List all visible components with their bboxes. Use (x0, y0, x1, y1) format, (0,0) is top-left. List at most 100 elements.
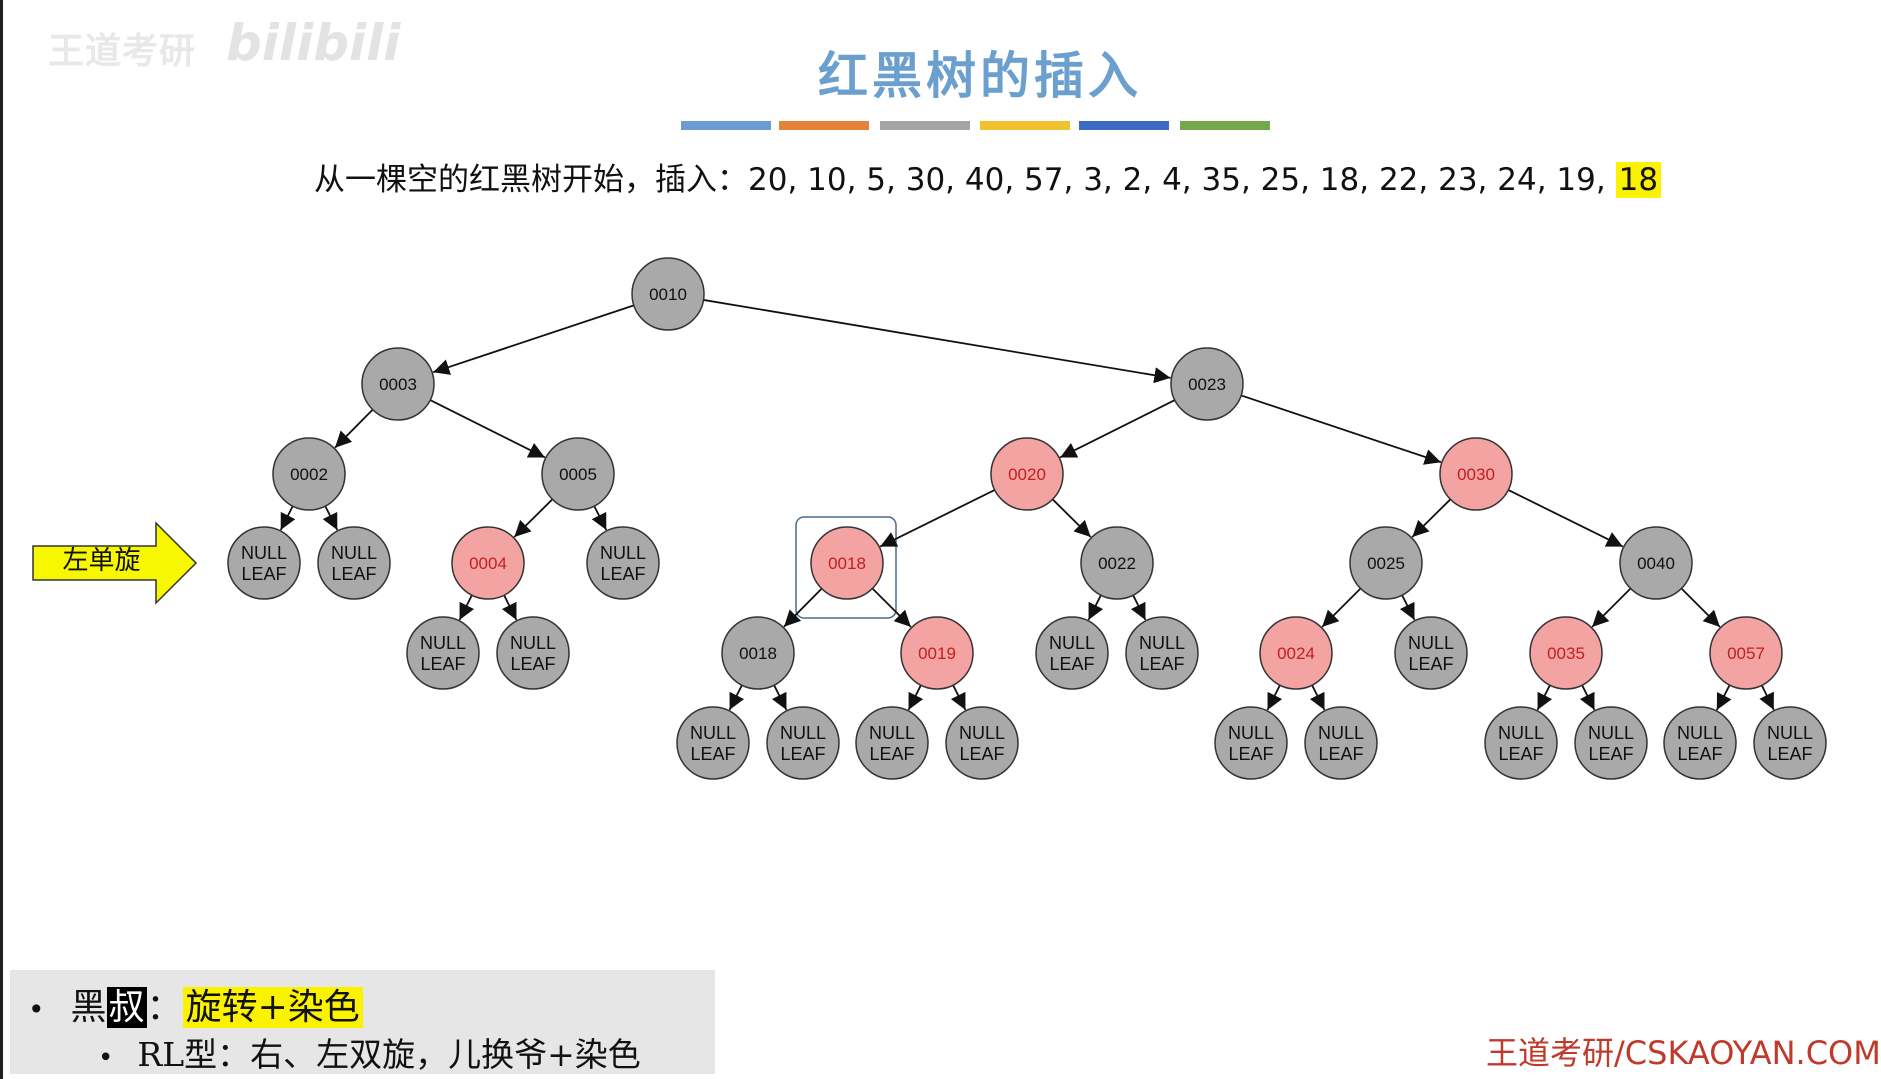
edge-n3-n2 (334, 408, 374, 449)
edge-n23-n30 (1240, 394, 1442, 465)
node-circle (855, 706, 929, 780)
node-label: LEAF (959, 744, 1004, 764)
color-bar-4 (980, 121, 1070, 130)
node-circle (631, 257, 705, 331)
node-circle (317, 526, 391, 600)
node-label: LEAF (690, 744, 735, 764)
node-label: 0003 (379, 375, 417, 394)
note-rl-case: RL型：右、左双旋，儿换爷+染色 (137, 1035, 641, 1074)
node-label: LEAF (1767, 744, 1812, 764)
tree-node-0025: 0025 (1349, 526, 1423, 600)
rotation-arrow (32, 521, 198, 605)
tree-node-0057: 0057 (1709, 616, 1783, 690)
node-circle (1574, 706, 1648, 780)
note-colon: ： (146, 987, 183, 1028)
color-bar-6 (1180, 121, 1270, 130)
node-label: 0020 (1008, 465, 1046, 484)
node-label: LEAF (420, 654, 465, 674)
note-line-2: • RL型：右、左双旋，儿换爷+染色 (98, 1028, 641, 1076)
node-circle (990, 437, 1064, 511)
node-circle (1709, 616, 1783, 690)
edge-n18r-n19 (871, 587, 912, 628)
edge-n22-L6 (1087, 594, 1104, 621)
node-label: NULL (1767, 723, 1813, 743)
edge-n20-n18r (879, 489, 996, 548)
node-label: 0004 (469, 554, 507, 573)
color-bar-5 (1079, 121, 1169, 130)
note-action: 旋转+染色 (182, 987, 363, 1028)
node-label: 0018 (828, 554, 866, 573)
node-circle (1080, 526, 1154, 600)
node-label: NULL (780, 723, 826, 743)
node-label: NULL (1228, 723, 1274, 743)
node-circle (1125, 616, 1199, 690)
edge-n30-n25 (1411, 498, 1452, 538)
node-circle (1035, 616, 1109, 690)
node-circle (272, 437, 346, 511)
node-label: NULL (1408, 633, 1454, 653)
color-bar-3 (880, 121, 970, 130)
tree-node-0024: 0024 (1259, 616, 1333, 690)
color-bar-1 (681, 121, 771, 130)
node-label: NULL (1318, 723, 1364, 743)
note-black-label: 黑 (70, 987, 107, 1028)
edge-n19-L11 (907, 684, 924, 711)
node-circle (361, 347, 435, 421)
node-circle (945, 706, 1019, 780)
node-label: LEAF (780, 744, 825, 764)
color-bar-2 (779, 121, 869, 130)
node-label: 0002 (290, 465, 328, 484)
tree-node-0003: 0003 (361, 347, 435, 421)
note-uncle-label: 叔 (106, 987, 147, 1028)
node-circle (1619, 526, 1693, 600)
node-label: NULL (510, 633, 556, 653)
node-label: LEAF (1049, 654, 1094, 674)
insert-sequence: 从一棵空的红黑树开始，插入：20, 10, 5, 30, 40, 57, 3, … (314, 154, 1662, 199)
tree-node-0035: 0035 (1529, 616, 1603, 690)
node-label: 0040 (1637, 554, 1675, 573)
edge-n35-L15 (1536, 684, 1553, 711)
node-label: 0035 (1547, 644, 1585, 663)
node-label: LEAF (1318, 744, 1363, 764)
edge-n40-n35 (1591, 587, 1632, 628)
node-label: 0030 (1457, 465, 1495, 484)
tree-node-0005: 0005 (541, 437, 615, 511)
tree-node-0020: 0020 (990, 437, 1064, 511)
edge-n57-L18 (1759, 684, 1775, 711)
tree-node-0030: 0030 (1439, 437, 1513, 511)
node-label: NULL (1677, 723, 1723, 743)
node-circle (1663, 706, 1737, 780)
edge-n18b-L10 (771, 684, 788, 711)
node-label: LEAF (1498, 744, 1543, 764)
edge-n10-n23 (703, 299, 1171, 384)
edge-n57-L17 (1716, 684, 1732, 711)
node-circle (1439, 437, 1513, 511)
edge-n19-L12 (950, 684, 967, 711)
edge-n25-n24 (1321, 587, 1362, 628)
node-circle (1394, 616, 1468, 690)
notes-box: • 黑叔：旋转+染色 • RL型：右、左双旋，儿换爷+染色 (10, 970, 715, 1074)
edge-n3-n5 (429, 399, 546, 459)
selection-box (795, 516, 897, 619)
bullet-icon: • (98, 1043, 114, 1073)
node-label: NULL (241, 543, 287, 563)
edge-n22-L7 (1130, 594, 1147, 621)
watermark-site: bilibili (226, 14, 401, 72)
node-circle (1214, 706, 1288, 780)
edge-n18b-L9 (728, 684, 745, 711)
bullet-icon: • (28, 993, 45, 1026)
sequence-prefix: 从一棵空的红黑树开始，插入： (314, 162, 748, 198)
node-circle (586, 526, 660, 600)
